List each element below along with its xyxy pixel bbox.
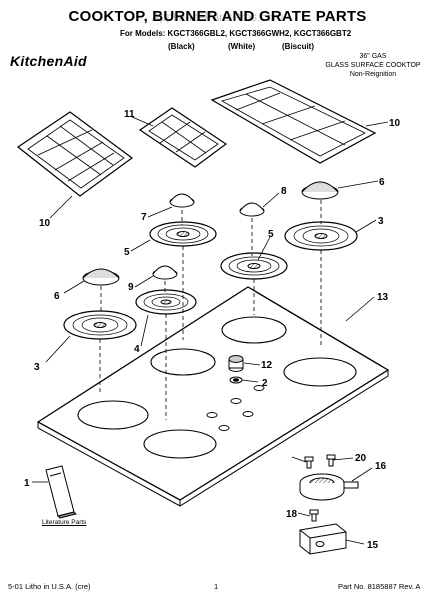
color-biscuit-label: (Biscuit): [282, 42, 314, 51]
callout-6-left: 6: [54, 291, 60, 302]
burner-head-3-right: [284, 221, 358, 251]
callout-11: 11: [124, 109, 135, 120]
burner-base-16: [299, 473, 359, 501]
callout-2: 2: [262, 378, 268, 389]
callout-15: 15: [367, 540, 379, 551]
bracket-15: [299, 523, 347, 555]
callout-5-left: 5: [124, 247, 130, 258]
color-black-label: (Black): [168, 42, 195, 51]
control-knob-12: [228, 355, 244, 372]
callout-18: 18: [286, 509, 298, 520]
burner-head-5-left: [149, 221, 217, 247]
callout-16: 16: [375, 461, 387, 472]
grate-left: [16, 111, 134, 197]
literature-parts-label: Literature Parts: [42, 519, 87, 526]
burner-cap-8: [239, 202, 265, 217]
burner-head-4: [135, 289, 197, 315]
cooktop-glass: [36, 286, 390, 507]
callout-3-left: 3: [34, 362, 40, 373]
burner-head-3-left: [63, 310, 137, 340]
knob-seal-2: [229, 376, 243, 384]
footer-part-number: Part No. 8185887 Rev. A: [338, 582, 421, 591]
desc-line-2: GLASS SURFACE COOKTOP: [325, 62, 421, 69]
callout-12: 12: [261, 360, 273, 371]
watermark-text: AppliancePartsPros.com: [151, 10, 284, 24]
burner-cap-7: [169, 193, 195, 208]
leader-lines: [32, 115, 389, 545]
desc-line-1: 36" GAS: [359, 53, 387, 60]
literature-booklet: [45, 465, 77, 519]
callout-13: 13: [377, 292, 389, 303]
callout-20-right: 20: [355, 453, 367, 464]
callout-9: 9: [128, 282, 134, 293]
callout-10-right: 10: [389, 118, 401, 129]
callout-10-left: 10: [39, 218, 51, 229]
grate-right: [210, 79, 377, 164]
burner-cap-6-right: [301, 181, 339, 200]
callout-1: 1: [24, 478, 30, 489]
footer-page-number: 1: [214, 582, 219, 591]
callout-4: 4: [134, 344, 140, 355]
callout-5-right: 5: [268, 229, 274, 240]
callout-7: 7: [141, 212, 147, 223]
callout-6-right: 6: [379, 177, 385, 188]
screw-20a: [304, 456, 314, 469]
grate-center: [138, 107, 228, 168]
burner-head-5-right: [220, 252, 288, 280]
callout-3-right: 3: [378, 216, 384, 227]
screw-18: [309, 509, 319, 522]
desc-line-3: Non-Reignition: [349, 71, 397, 78]
alignment-lines: [99, 200, 322, 420]
models-line: For Models: KGCT366GBL2, KGCT366GWH2, KG…: [120, 29, 352, 38]
footer-litho: 5-01 Litho in U.S.A. (cre): [8, 582, 91, 591]
brand-logo: KitchenAid: [10, 53, 87, 69]
color-white-label: (White): [228, 42, 256, 51]
page-title: COOKTOP, BURNER AND GRATE PARTS: [68, 8, 367, 25]
callout-8: 8: [281, 186, 287, 197]
burner-cap-6-left: [82, 268, 120, 286]
screw-20b: [326, 454, 336, 467]
burner-cap-9: [152, 265, 178, 280]
